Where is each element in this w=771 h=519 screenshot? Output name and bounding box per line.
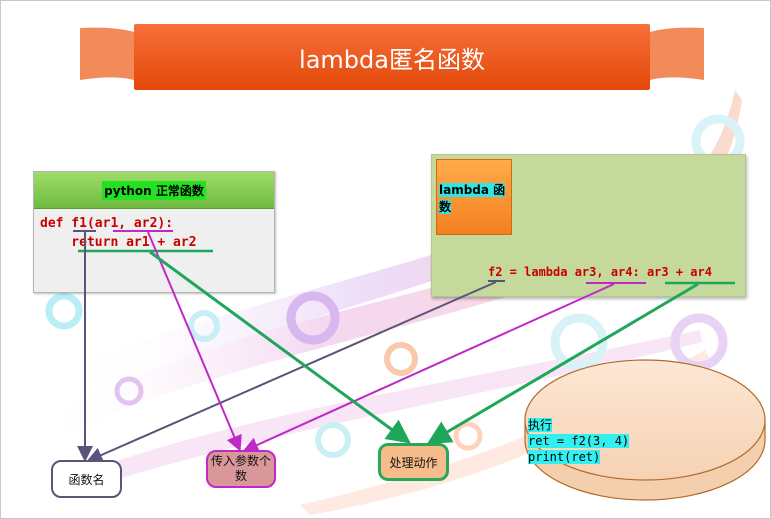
execute-line-1: ret = f2(3, 4) <box>528 434 630 448</box>
lambda-function-box: lambda 函数 f2 = lambda ar3, ar4: ar3 + ar… <box>431 154 746 297</box>
arrow-f1-to-action <box>149 250 411 444</box>
slide-title: lambda匿名函数 <box>299 45 485 74</box>
params-count-label: 传入参数个数 <box>206 450 276 488</box>
title-banner <box>80 24 704 90</box>
lambda-code-line: f2 = lambda ar3, ar4: ar3 + ar4 <box>488 265 712 279</box>
normal-function-header: python 正常函数 <box>34 172 274 209</box>
normal-code-line-1: def f1(ar1, ar2): <box>40 216 174 231</box>
arrow-f2-to-params <box>242 283 615 453</box>
normal-function-box: python 正常函数 def f1(ar1, ar2): return ar1… <box>33 171 275 293</box>
execute-code-block: 执行 ret = f2(3, 4) print(ret) <box>528 417 630 465</box>
execute-title: 执行 <box>528 418 553 432</box>
function-name-label: 函数名 <box>51 460 122 498</box>
arrow-f2-to-action <box>426 282 699 445</box>
execute-line-2: print(ret) <box>528 450 601 464</box>
action-label: 处理动作 <box>378 443 449 481</box>
normal-code-line-2: return ar1 + ar2 <box>40 235 197 250</box>
lambda-tag-box: lambda 函数 <box>436 159 512 235</box>
arrow-f1-to-params <box>147 231 242 452</box>
normal-function-header-label: python 正常函数 <box>102 180 206 200</box>
arrow-f2-to-name <box>86 281 497 463</box>
